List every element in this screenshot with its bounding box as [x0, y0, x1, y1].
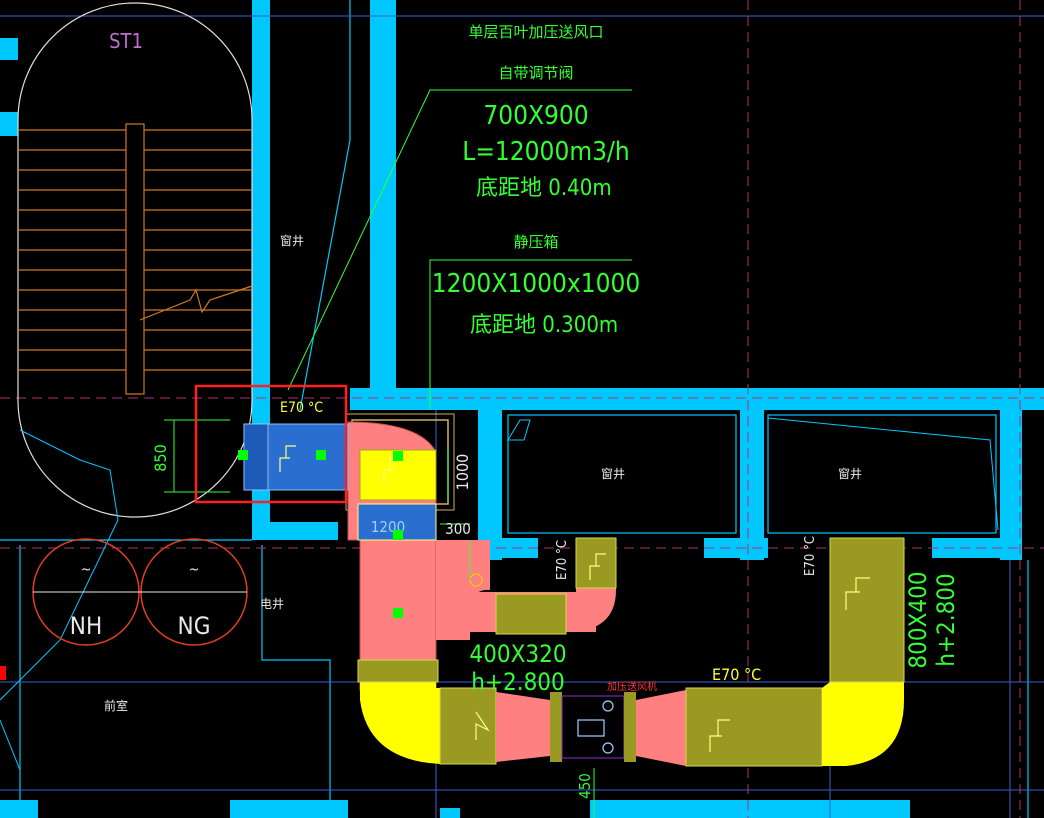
shaft-mid-label: 窗井	[601, 467, 625, 481]
plenum-annotation[interactable]: 静压箱 1200X1000x1000 底距地 0.300m	[432, 233, 640, 338]
dim-300: 300	[445, 520, 471, 538]
outlet-subtitle: 自带调节阀	[498, 64, 573, 82]
outlet-annotation[interactable]: 单层百叶加压送风口 自带调节阀 700X900 L=12000m3/h 底距地 …	[462, 23, 629, 201]
outlet-size: 700X900	[483, 101, 588, 131]
leader-lines	[287, 89, 632, 410]
nh-label: NH	[70, 612, 102, 640]
stair-label: ST1	[109, 29, 143, 53]
stair-handrail	[125, 123, 145, 395]
damper-tag-far-right: E70 °C	[803, 536, 818, 576]
duct-lower-flange	[357, 659, 439, 683]
dim-450: 450	[576, 773, 594, 799]
box-title: 静压箱	[513, 233, 558, 251]
elec-shaft-label: 电井	[260, 597, 284, 611]
fan-box	[561, 695, 625, 759]
damper-tag-right: E70 °C	[712, 665, 761, 684]
duct-main-pink-left	[496, 692, 550, 762]
duct-large-height: h+2.800	[932, 573, 960, 667]
grip-points[interactable]	[238, 450, 403, 618]
duct-main-right	[685, 687, 823, 767]
stair-outline	[17, 2, 253, 518]
stair-break-line	[139, 285, 253, 321]
outlet-flow: L=12000m3/h	[462, 137, 629, 167]
nh-tilde: ~	[81, 562, 92, 578]
duct-large-size: 800X400	[904, 571, 932, 668]
lobby-label: 前室	[104, 698, 128, 713]
stair-st1[interactable]: ST1	[17, 2, 253, 518]
damper-tag-vert: E70 °C	[555, 540, 570, 580]
shaft-left-label: 窗井	[280, 234, 304, 248]
outlet-title: 单层百叶加压送风口	[468, 23, 603, 41]
ng-label: NG	[178, 612, 211, 640]
fire-hydrant-group[interactable]: ~ ~ NH NG	[32, 538, 248, 646]
duct-main-left	[439, 687, 497, 765]
ductwork[interactable]	[243, 413, 905, 767]
fan-label: 加压送风机	[607, 680, 657, 693]
duct-right-vertical	[829, 537, 905, 683]
dimensions: 850 1000 1200 300 450	[151, 419, 595, 818]
edge-marker	[0, 666, 6, 680]
shaft-right-label: 窗井	[838, 467, 862, 481]
selection-box[interactable]	[194, 384, 348, 504]
damper-tag-top: E70 °C	[280, 400, 323, 416]
damper-glyphs	[279, 445, 870, 752]
outlet-height: 底距地 0.40m	[476, 176, 612, 201]
ng-tilde: ~	[189, 562, 200, 578]
dim-1000: 1000	[453, 454, 472, 491]
duct-right-elbow	[822, 682, 904, 766]
shaft-trim	[0, 417, 999, 771]
duct-small-size: 400X320	[469, 640, 566, 668]
damper-small-box	[575, 537, 617, 589]
fan-symbol	[577, 700, 614, 754]
duct-main-pink-right	[636, 690, 686, 766]
dim-850: 850	[151, 444, 170, 471]
duct-small-height: h+2.800	[471, 668, 565, 696]
box-height: 底距地 0.300m	[470, 313, 618, 338]
box-size: 1200X1000x1000	[432, 269, 640, 299]
